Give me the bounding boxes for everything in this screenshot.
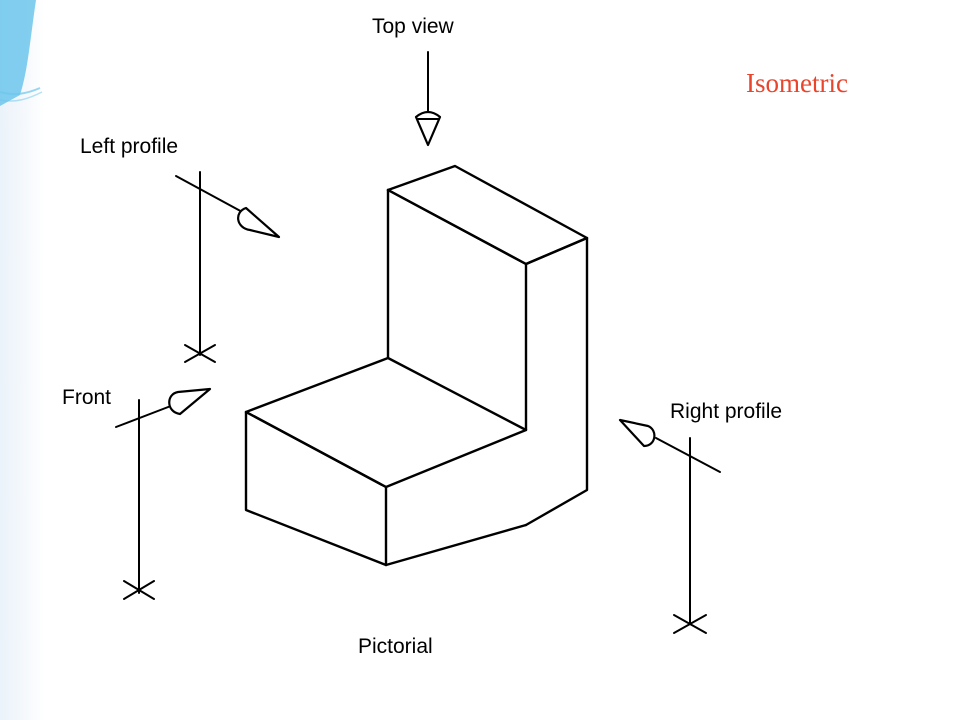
top-view-arrow: [414, 51, 442, 147]
right-profile-shaft: [655, 437, 721, 473]
upright-inner-face: [386, 188, 528, 432]
upright-top-face: [386, 164, 589, 266]
slide-edge-decoration: [0, 0, 44, 720]
front-shaft: [115, 403, 177, 428]
label-left-profile: Left profile: [80, 135, 178, 158]
left-profile-shaft: [175, 175, 247, 215]
left-profile-cross-b: [184, 344, 216, 363]
upright-right-face: [524, 236, 589, 527]
label-front: Front: [62, 386, 111, 409]
base-right-face-bottom: [384, 523, 528, 567]
base-top-face: [244, 356, 528, 489]
label-right-profile: Right profile: [670, 400, 782, 423]
label-pictorial: Pictorial: [358, 635, 433, 658]
front-cross-b: [123, 580, 155, 600]
slide-title: Isometric: [746, 68, 848, 98]
base-front-face: [244, 410, 388, 567]
right-profile-cross-b: [673, 614, 707, 634]
l-block-pictorial: [244, 164, 589, 567]
left-profile-arrowhead: [237, 206, 281, 239]
top-view-arrowhead: [414, 110, 442, 147]
right-profile-arrowhead: [618, 418, 656, 448]
front-arrowhead: [168, 387, 212, 416]
left-profile-arrow: [175, 171, 281, 363]
right-profile-arrow: [618, 418, 721, 634]
label-top-view: Top view: [372, 15, 455, 38]
slide-swoosh-decoration: [0, 0, 43, 106]
front-arrow: [115, 387, 212, 600]
